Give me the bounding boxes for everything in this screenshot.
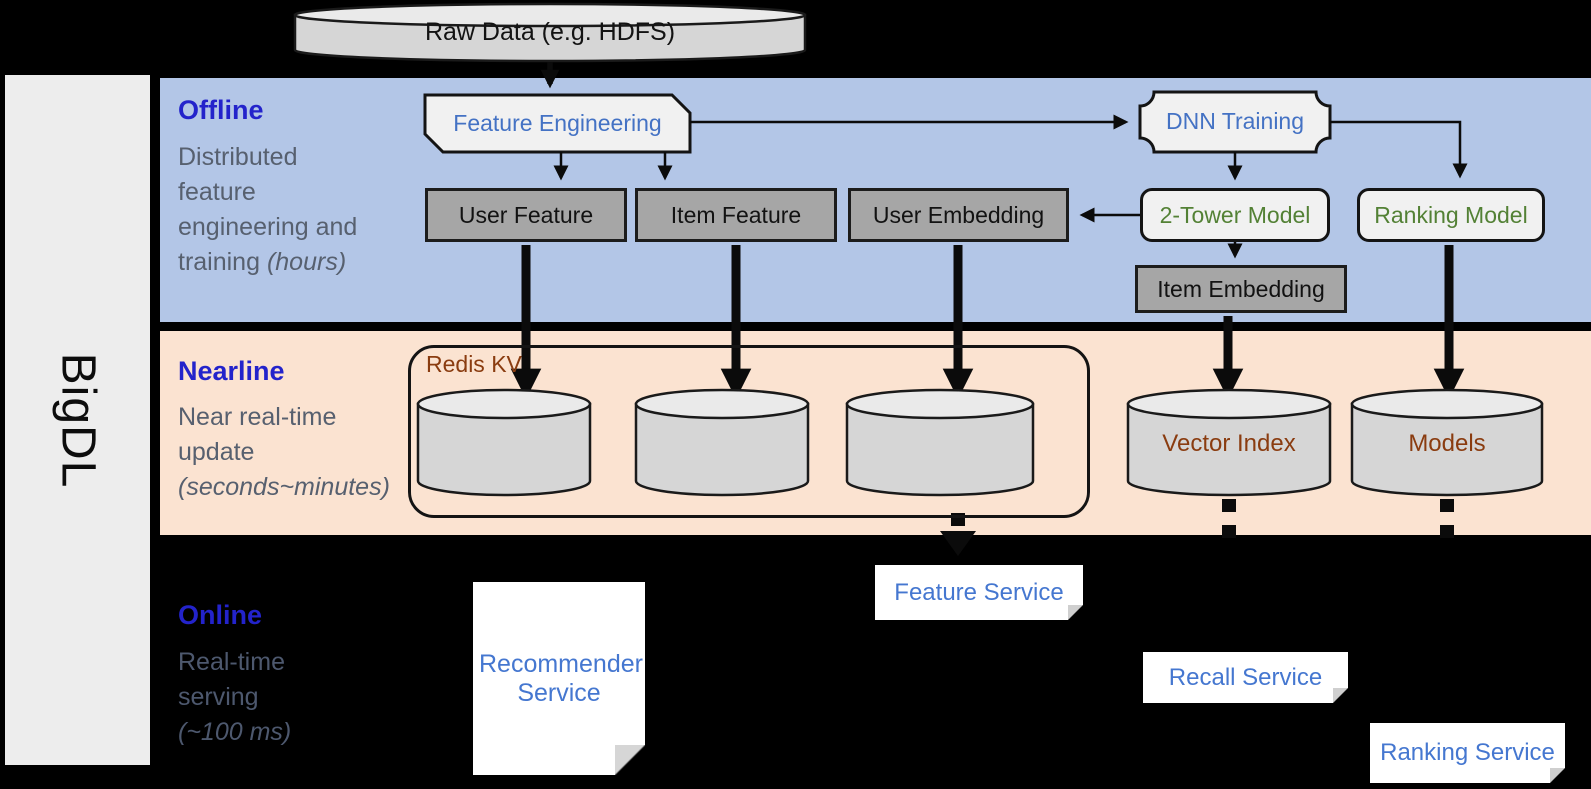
offline-caption-line-4: training (hours) [178,245,428,280]
ranking-service-label: Ranking Service [1380,739,1555,766]
recommender-service-doc: Recommender Service [473,582,645,775]
models-cylinder [1350,388,1544,497]
feature-service-label: Feature Service [894,578,1064,606]
recall-service-label: Recall Service [1168,663,1323,691]
redis-kv-label: Redis KV [426,351,522,378]
online-lane-caption: Real-time serving (~100 ms) [178,645,418,750]
dnn-training-shape [1138,90,1332,154]
online-lane-title: Online [178,600,263,630]
item-embedding-label: Item Embedding [1157,275,1325,302]
user-feature-box: User Feature [425,188,627,242]
nearline-caption-line-1: Near real-time [178,403,337,431]
models-label: Models [1408,429,1486,457]
ranking-model-label: Ranking Model [1374,201,1528,228]
offline-caption-line-1: Distributed [178,143,298,171]
redis-to-featureservice-arrowhead [940,531,976,556]
two-tower-model-box: 2-Tower Model [1140,188,1330,242]
redis-cylinder-2 [634,388,810,497]
user-feature-label: User Feature [458,201,594,228]
vector-index-label: Vector Index [1162,429,1296,457]
offline-caption-tail: training [178,248,267,276]
bigdl-sidebar: BigDL [5,75,150,765]
offline-lane-caption: Distributed feature engineering and trai… [178,140,428,280]
nearline-caption-italic: (seconds~minutes) [178,473,390,501]
offline-caption-line-2: feature [178,178,256,206]
recall-service-box: Recall Service [1143,652,1348,703]
item-feature-label: Item Feature [670,201,802,228]
offline-lane-title: Offline [178,95,264,125]
ranking-model-box: Ranking Model [1357,188,1545,242]
feature-engineering-shape [423,93,692,154]
feature-service-box: Feature Service [875,565,1083,620]
offline-caption-line-3: engineering and [178,213,358,241]
dnntraining-to-rankingmodel-arrow [1330,120,1468,179]
nearline-lane-title: Nearline [178,356,285,386]
recommender-service-label: Recommender Service [479,649,643,707]
item-feature-box: Item Feature [635,188,837,242]
online-caption-line-1: Real-time [178,648,285,676]
feature-engineering-label: Feature Engineering [453,109,662,136]
redis-cylinder-3 [845,388,1035,497]
nearline-lane-caption: Near real-time update (seconds~minutes) [178,400,438,505]
user-embedding-label: User Embedding [872,201,1045,228]
redis-cylinder-1 [416,388,592,497]
dnn-training-label: DNN Training [1165,108,1305,135]
item-embedding-box: Item Embedding [1135,265,1347,313]
online-caption-line-2: serving [178,683,259,711]
redis-kv-container [408,345,1090,518]
online-caption-italic: (~100 ms) [178,718,292,746]
offline-caption-italic: (hours) [266,248,347,276]
raw-data-label: Raw Data (e.g. HDFS) [424,18,676,46]
vector-index-cylinder [1126,388,1332,497]
raw-data-cylinder [293,2,807,63]
nearline-caption-line-2: update [178,438,255,466]
two-tower-model-label: 2-Tower Model [1159,201,1311,228]
ranking-service-box: Ranking Service [1370,723,1565,783]
user-embedding-box: User Embedding [848,188,1069,242]
